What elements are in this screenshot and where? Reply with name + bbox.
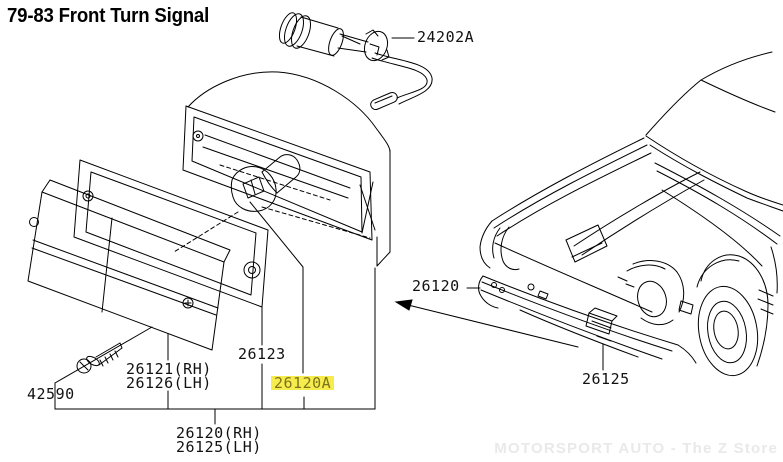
location-arrow bbox=[394, 299, 579, 348]
bulb-socket-drawing bbox=[278, 12, 415, 62]
part-label-assembly-lh: 26125(LH) bbox=[176, 438, 262, 456]
label-bracket-lines bbox=[54, 267, 604, 425]
part-label-location: 26120 bbox=[412, 277, 460, 295]
part-label-assembly-rh: 26120(RH) bbox=[176, 424, 262, 442]
lens-drawing bbox=[27, 179, 231, 351]
bulb-highlight-drawing bbox=[230, 154, 304, 374]
part-label-screw: 42590 bbox=[27, 385, 75, 403]
part-label-socket: 24202A bbox=[417, 28, 475, 46]
harness-wire-drawing bbox=[370, 52, 433, 111]
store-watermark: MOTORSPORT AUTO - The Z Store bbox=[494, 440, 778, 457]
part-label-lamp: 26125 bbox=[582, 370, 630, 388]
signal-housing-drawing bbox=[173, 71, 391, 267]
page-title: 79-83 Front Turn Signal bbox=[7, 5, 210, 27]
part-label-lens-lh: 26126(LH) bbox=[126, 374, 212, 392]
part-label-bulb-highlighted: 26120A bbox=[271, 376, 335, 391]
car-drawing bbox=[478, 51, 783, 377]
part-label-lens-rh: 26121(RH) bbox=[126, 360, 212, 378]
gasket-drawing bbox=[73, 159, 269, 308]
screw-drawing bbox=[76, 342, 123, 374]
part-label-gasket: 26123 bbox=[238, 345, 286, 363]
